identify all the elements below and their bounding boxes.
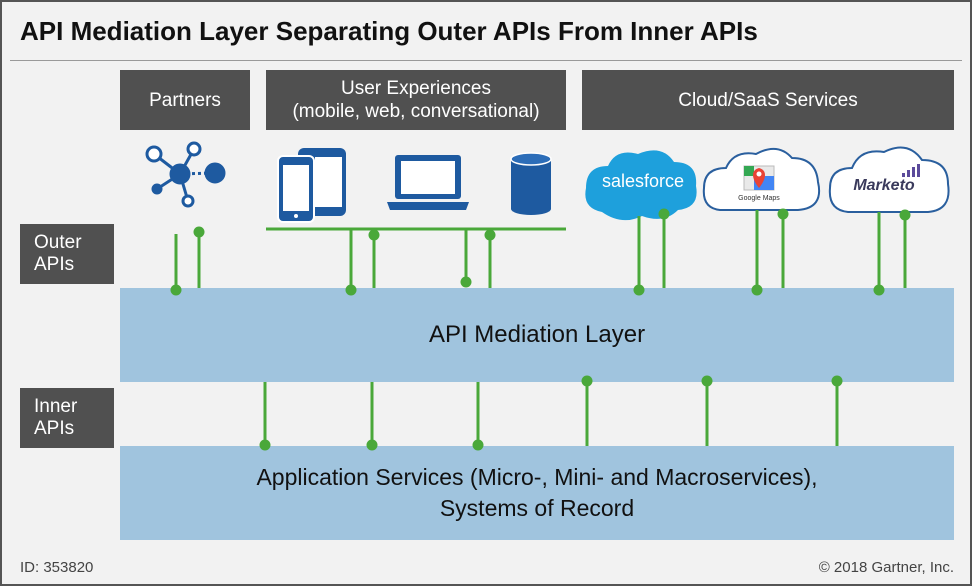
header-user-experiences-line2: (mobile, web, conversational) xyxy=(292,101,540,122)
title-divider xyxy=(10,60,962,61)
header-partners-label: Partners xyxy=(149,89,221,111)
outer-api-connectors xyxy=(170,208,911,296)
google-maps-logo: Google Maps xyxy=(702,147,820,211)
mobile-devices-icon xyxy=(277,148,346,223)
application-services-line2: Systems of Record xyxy=(439,495,635,521)
marketo-wordmark: Marketo xyxy=(853,177,915,194)
application-services-line1: Application Services (Micro-, Mini- and … xyxy=(256,464,818,490)
outer-apis-line1: Outer xyxy=(34,232,82,253)
outer-apis-line2: APIs xyxy=(34,254,75,275)
page-title: API Mediation Layer Separating Outer API… xyxy=(20,16,758,46)
network-icon xyxy=(145,141,226,208)
document-id: ID: 353820 xyxy=(20,559,94,576)
header-cloud-saas-label: Cloud/SaaS Services xyxy=(678,89,858,111)
inner-apis-label: Inner APIs xyxy=(20,388,114,448)
api-mediation-layer: API Mediation Layer xyxy=(120,288,954,382)
database-icon xyxy=(510,152,552,215)
application-services-layer: Application Services (Micro-, Mini- and … xyxy=(120,446,954,540)
outer-apis-label: Outer APIs xyxy=(20,224,114,284)
salesforce-wordmark: salesforce xyxy=(602,171,684,191)
salesforce-logo: salesforce xyxy=(585,150,697,221)
marketo-logo: Marketo xyxy=(828,146,950,213)
inner-api-connectors xyxy=(259,375,843,451)
header-cloud-saas: Cloud/SaaS Services xyxy=(582,70,954,130)
header-user-experiences-line1: User Experiences xyxy=(341,78,491,99)
laptop-icon xyxy=(387,155,469,210)
copyright-notice: © 2018 Gartner, Inc. xyxy=(818,559,954,576)
header-partners: Partners xyxy=(120,70,250,130)
google-maps-caption: Google Maps xyxy=(738,195,780,202)
api-mediation-layer-label: API Mediation Layer xyxy=(428,321,646,348)
inner-apis-line1: Inner xyxy=(34,396,78,417)
header-user-experiences: User Experiences (mobile, web, conversat… xyxy=(266,70,566,130)
inner-apis-line2: APIs xyxy=(34,418,75,439)
